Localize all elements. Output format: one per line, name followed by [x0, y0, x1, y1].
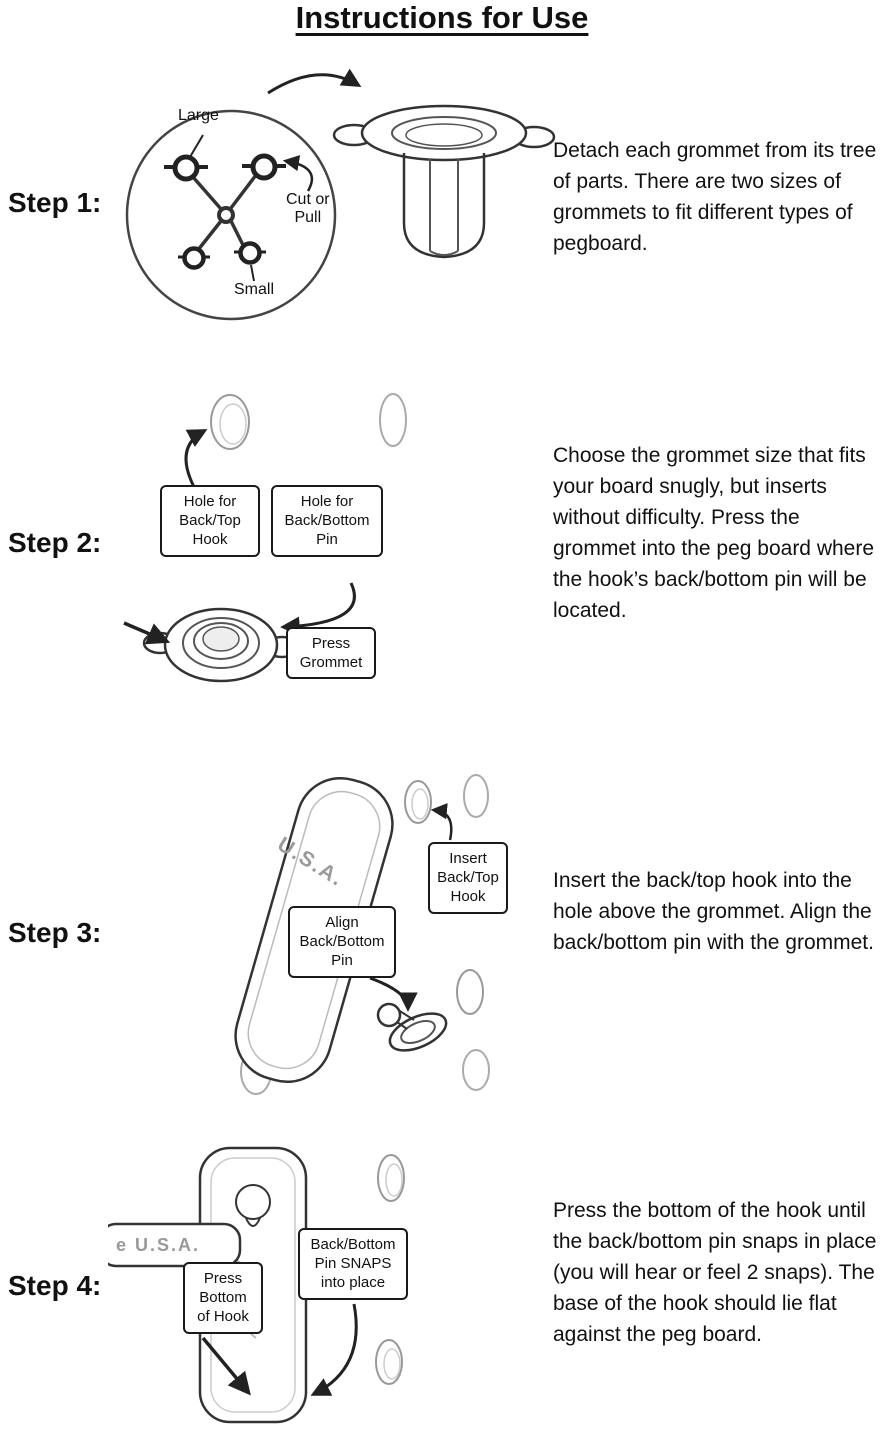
step3-illustration: U.S.A. Insert Back/Top Hook Align Back/B…: [108, 770, 568, 1095]
hook-top-hole: [235, 1184, 271, 1220]
step1-label: Step 1:: [8, 186, 102, 218]
callout-cut-or-pull: Cut or Pull: [286, 191, 330, 226]
callout-pin-snaps: Back/Bottom Pin SNAPS into place: [298, 1228, 408, 1300]
grommet-pointer-arrow: [123, 621, 171, 645]
callout-press-grommet: Press Grommet: [286, 627, 376, 680]
callout-hole-back-top-hook: Hole for Back/Top Hook: [160, 485, 260, 557]
step4-row: Step 4:: [0, 1140, 884, 1431]
step1-illustration: Large Cut or Pull Small: [108, 55, 568, 350]
hole-arrow: [184, 429, 208, 488]
pegboard-hole: [210, 394, 250, 450]
step2-instructions: Choose the grommet size that fits your b…: [553, 444, 875, 622]
hook-arm-drawing: e U.S.A.: [108, 1222, 242, 1268]
grommet-side-view: [332, 104, 556, 259]
grommet-with-pin: [376, 1002, 448, 1052]
magnifier-circle: [125, 109, 337, 321]
grommet-front-view: [142, 607, 300, 683]
tree-to-grommet-arrow: [267, 68, 362, 95]
pegboard-hole: [379, 393, 407, 447]
callout-insert-back-top-hook: Insert Back/Top Hook: [428, 842, 508, 914]
usa-engraving: e U.S.A.: [116, 1235, 200, 1255]
align-pin-arrow: [369, 976, 418, 1012]
step4-illustration: e U.S.A. Back/Bottom Pin SNAPS into plac…: [108, 1140, 568, 1431]
step1-line-art: [125, 68, 556, 321]
step4-instructions: Press the bottom of the hook until the b…: [553, 1199, 877, 1346]
snap-arrow: [310, 1303, 358, 1396]
step1-row: Step 1:: [0, 55, 884, 350]
page-title: Instructions for Use: [295, 0, 589, 35]
callout-large: Large: [178, 107, 219, 124]
step3-label: Step 3:: [8, 916, 102, 948]
cut-or-pull-arrow: [282, 155, 314, 192]
pegboard-hole: [375, 1154, 405, 1385]
grommet-tree: [164, 134, 286, 282]
insert-hook-arrow: [430, 803, 453, 841]
step3-row: Step 3:: [0, 770, 884, 1095]
callout-align-back-bottom-pin: Align Back/Bottom Pin: [288, 906, 396, 978]
callout-hole-back-bottom-pin: Hole for Back/Bottom Pin: [271, 485, 383, 557]
step2-label: Step 2:: [8, 526, 102, 558]
callout-small: Small: [234, 281, 275, 298]
step2-row: Step 2:: [0, 375, 884, 710]
callout-press-bottom: Press Bottom of Hook: [183, 1262, 263, 1334]
step2-illustration: Hole for Back/Top Hook Hole for Back/Bot…: [108, 375, 568, 710]
step1-instructions: Detach each grommet from its tree of par…: [553, 139, 877, 255]
step4-label: Step 4:: [8, 1269, 102, 1301]
press-grommet-arrow: [280, 582, 356, 637]
step2-line-art: [123, 393, 407, 683]
press-bottom-arrow: [201, 1336, 251, 1396]
step3-instructions: Insert the back/top hook into the hole a…: [553, 869, 874, 954]
pin-ball: [376, 1002, 402, 1028]
